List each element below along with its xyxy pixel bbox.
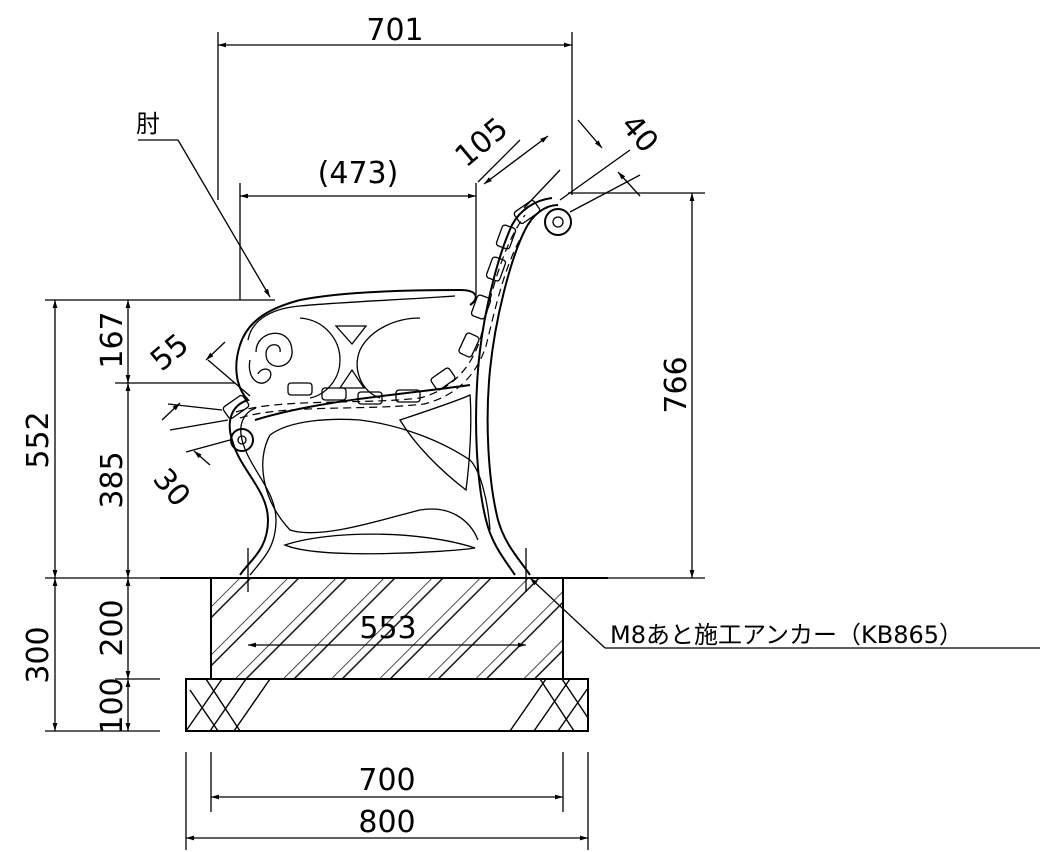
bench-frame (160, 197, 608, 579)
dim-overall-top: 701 (366, 13, 423, 48)
arm-top-inner (247, 295, 456, 341)
foundation (185, 548, 589, 732)
foundation-lower-hatch (185, 678, 589, 732)
lower-frame-curve (269, 418, 491, 531)
dim-back-thick: 40 (614, 108, 665, 160)
lower-frame-window (399, 393, 472, 492)
seat-profile-dashed-2 (239, 220, 532, 419)
back-pivot-outer (544, 208, 572, 236)
arm-scroll-spiral (255, 332, 293, 367)
front-leg-outline (228, 288, 477, 576)
foundation-upper (210, 577, 564, 680)
dim-seat-level: 385 (95, 451, 130, 508)
dim-lower-width: 800 (358, 805, 415, 840)
front-leg-inner (240, 407, 277, 576)
seat-profile-dashed (235, 214, 526, 413)
dim-anchor-span: 553 (359, 611, 416, 646)
front-pivot-inner (237, 435, 247, 445)
back-leg-inner (475, 197, 553, 576)
dim-back-top: 105 (449, 111, 515, 175)
arm-ornament-triangle-top (334, 325, 368, 346)
label-armrest: 肘 (136, 110, 160, 138)
dim-arm-above-seat: 167 (95, 311, 130, 368)
dim-seat-depth: (473) (318, 156, 399, 191)
dim-seat-board: 55 (144, 327, 196, 378)
arm-ornament-triangle-bottom (338, 368, 366, 389)
label-anchor: M8あと施工アンカー（KB865） (610, 621, 963, 649)
front-pivot-outer (230, 428, 254, 452)
arm-ornament-right (356, 317, 421, 399)
dim-foundation-total: 300 (21, 626, 56, 683)
dim-upper-width: 700 (358, 763, 415, 798)
foundation-lower (185, 678, 589, 732)
dim-foundation-upper: 200 (95, 599, 130, 656)
arm-ornament-left (299, 317, 341, 399)
bottom-stretcher (283, 533, 476, 555)
dim-total-height: 766 (659, 356, 694, 413)
back-leg-outer (486, 204, 559, 576)
arm-scroll-lower (248, 359, 272, 384)
dim-foundation-lower: 100 (95, 677, 130, 734)
dim-seat-height: 552 (21, 411, 56, 468)
back-pivot-inner (552, 216, 564, 228)
seat-boards (222, 199, 541, 420)
dimension-lines (45, 32, 1040, 850)
dim-front-thick: 30 (146, 462, 197, 514)
lower-frame-inner (262, 434, 479, 541)
